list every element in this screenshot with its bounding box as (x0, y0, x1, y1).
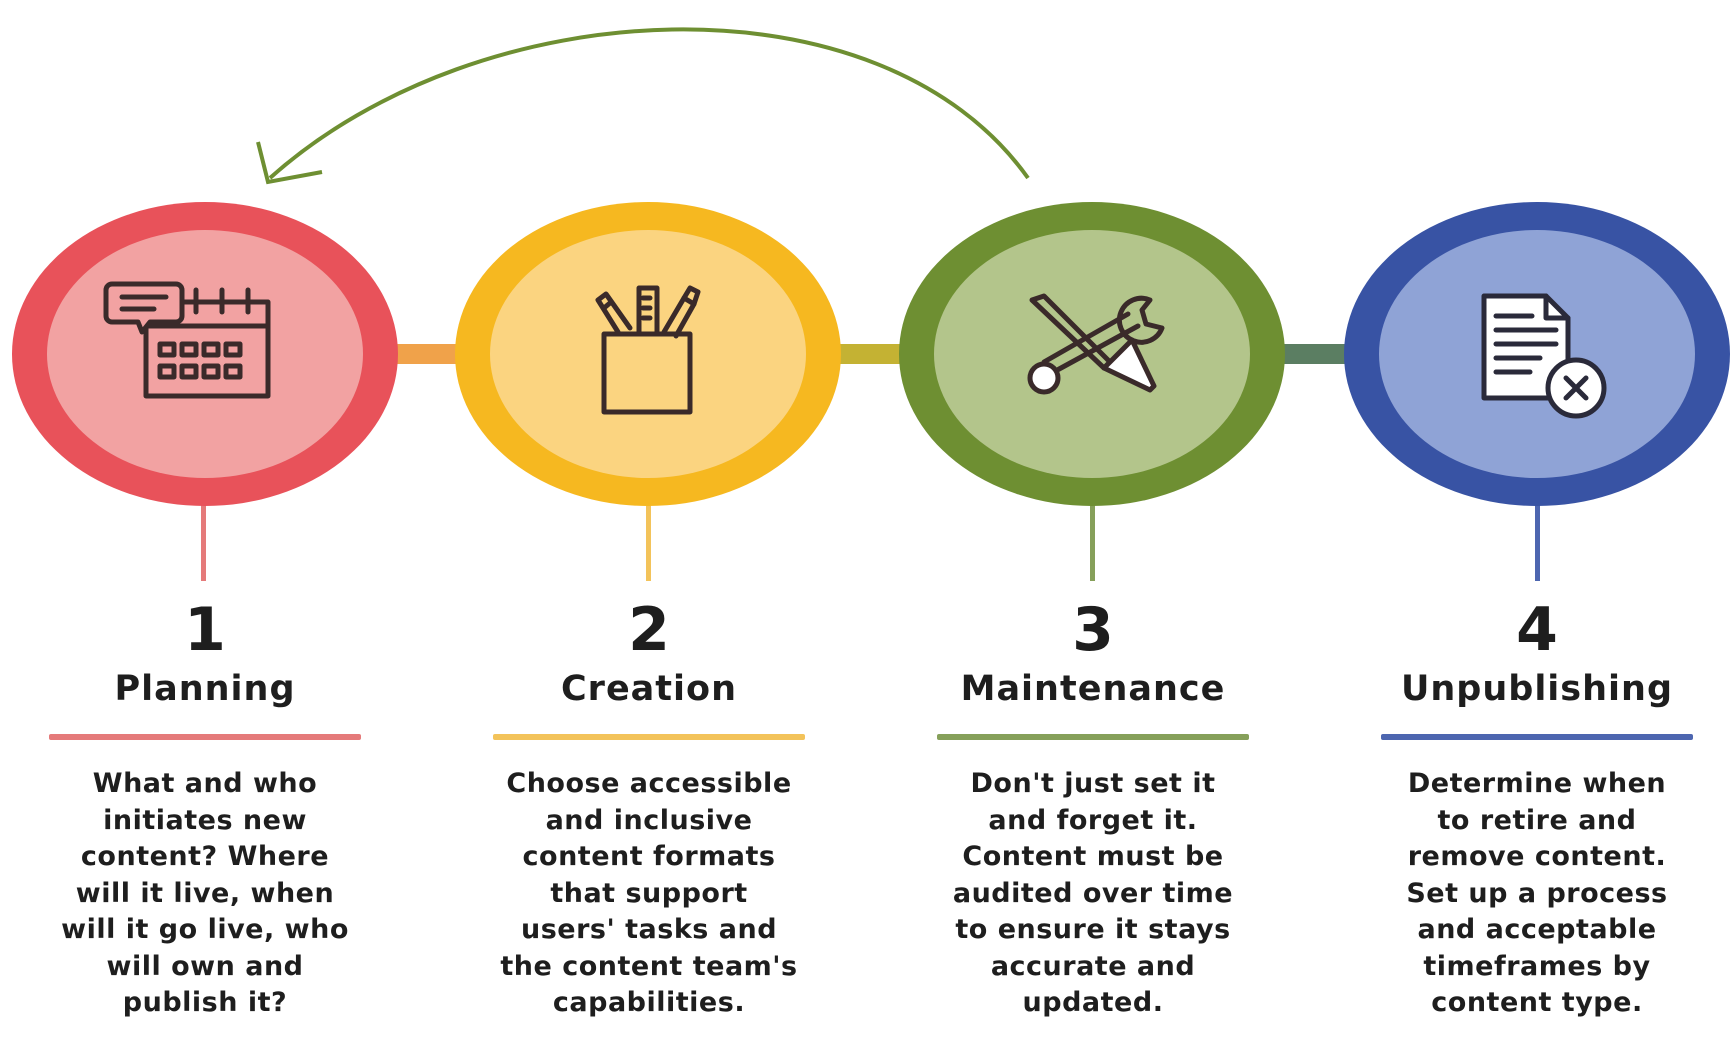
stage-3-stem (1090, 505, 1095, 581)
stage-description: Don't just set it and forget it. Content… (952, 768, 1234, 1018)
stage-divider (49, 734, 361, 740)
stage-4-circle (1344, 202, 1730, 506)
document-remove-icon (1481, 293, 1607, 419)
stage-2-stem (646, 505, 651, 581)
stage-title: Creation (561, 669, 737, 709)
stage-2-circle (455, 202, 841, 506)
wrench-screwdriver-icon (1027, 293, 1165, 395)
stage-1-stem (201, 505, 206, 581)
stage-4-stem (1535, 505, 1540, 581)
stage-description: What and who initiates new content? Wher… (61, 768, 349, 1018)
stage-2: 2 Creation Choose accessible and inclusi… (484, 600, 814, 1022)
pencil-cup-icon (595, 285, 701, 415)
stage-4: 4 Unpublishing Determine when to retire … (1372, 600, 1702, 1022)
stage-divider (493, 734, 805, 740)
stage-title: Maintenance (960, 669, 1226, 709)
connector-1-2 (395, 344, 457, 364)
stage-number: 3 (1072, 595, 1114, 665)
stage-description: Choose accessible and inclusive content … (500, 768, 798, 1018)
stage-number: 4 (1516, 595, 1558, 665)
loop-back-arrow (256, 27, 1030, 185)
calendar-chat-icon (103, 281, 271, 399)
stage-3: 3 Maintenance Don't just set it and forg… (928, 600, 1258, 1022)
stage-number: 1 (184, 595, 226, 665)
stage-title: Unpublishing (1400, 669, 1674, 709)
stage-description: Determine when to retire and remove cont… (1406, 768, 1668, 1018)
stage-3-circle (899, 202, 1285, 506)
stage-1: 1 Planning What and who initiates new co… (40, 600, 370, 1022)
stage-1-circle (12, 202, 398, 506)
stage-divider (937, 734, 1249, 740)
connector-2-3 (838, 344, 908, 364)
connector-3-4 (1283, 344, 1353, 364)
stage-title: Planning (114, 669, 296, 709)
stage-divider (1381, 734, 1693, 740)
stage-number: 2 (628, 595, 670, 665)
